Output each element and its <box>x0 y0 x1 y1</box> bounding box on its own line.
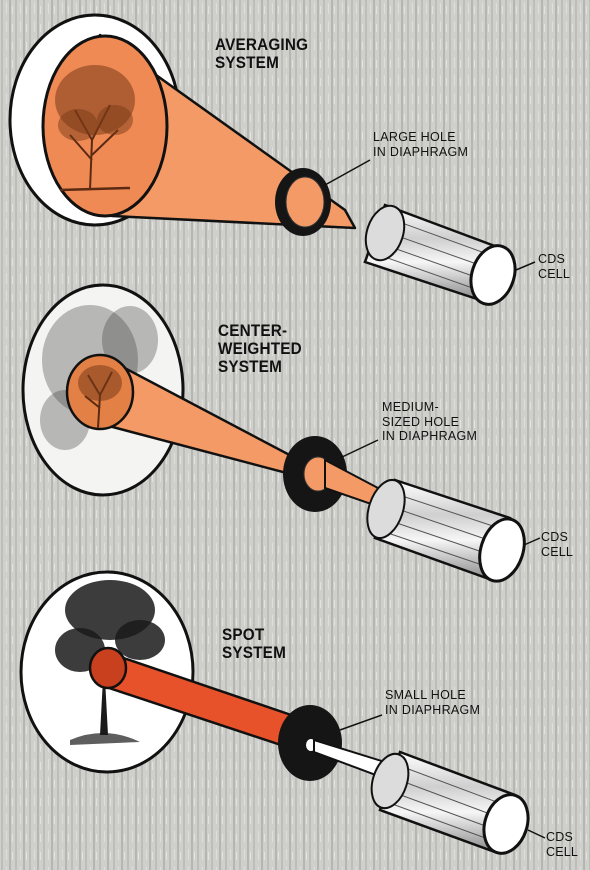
title-averaging: AVERAGING SYSTEM <box>215 36 308 72</box>
label-small-hole: SMALL HOLE IN DIAPHRAGM <box>385 688 480 717</box>
diaphragm-hole <box>286 177 324 227</box>
label-cds-cell: CDS CELL <box>541 530 573 559</box>
metered-area <box>90 648 126 688</box>
label-cds-cell: CDS CELL <box>546 830 578 859</box>
label-medium-hole: MEDIUM- SIZED HOLE IN DIAPHRAGM <box>382 400 477 444</box>
title-spot: SPOT SYSTEM <box>222 626 286 662</box>
title-center-weighted: CENTER- WEIGHTED SYSTEM <box>218 322 302 376</box>
label-cds-cell: CDS CELL <box>538 252 570 281</box>
label-large-hole: LARGE HOLE IN DIAPHRAGM <box>373 130 468 159</box>
